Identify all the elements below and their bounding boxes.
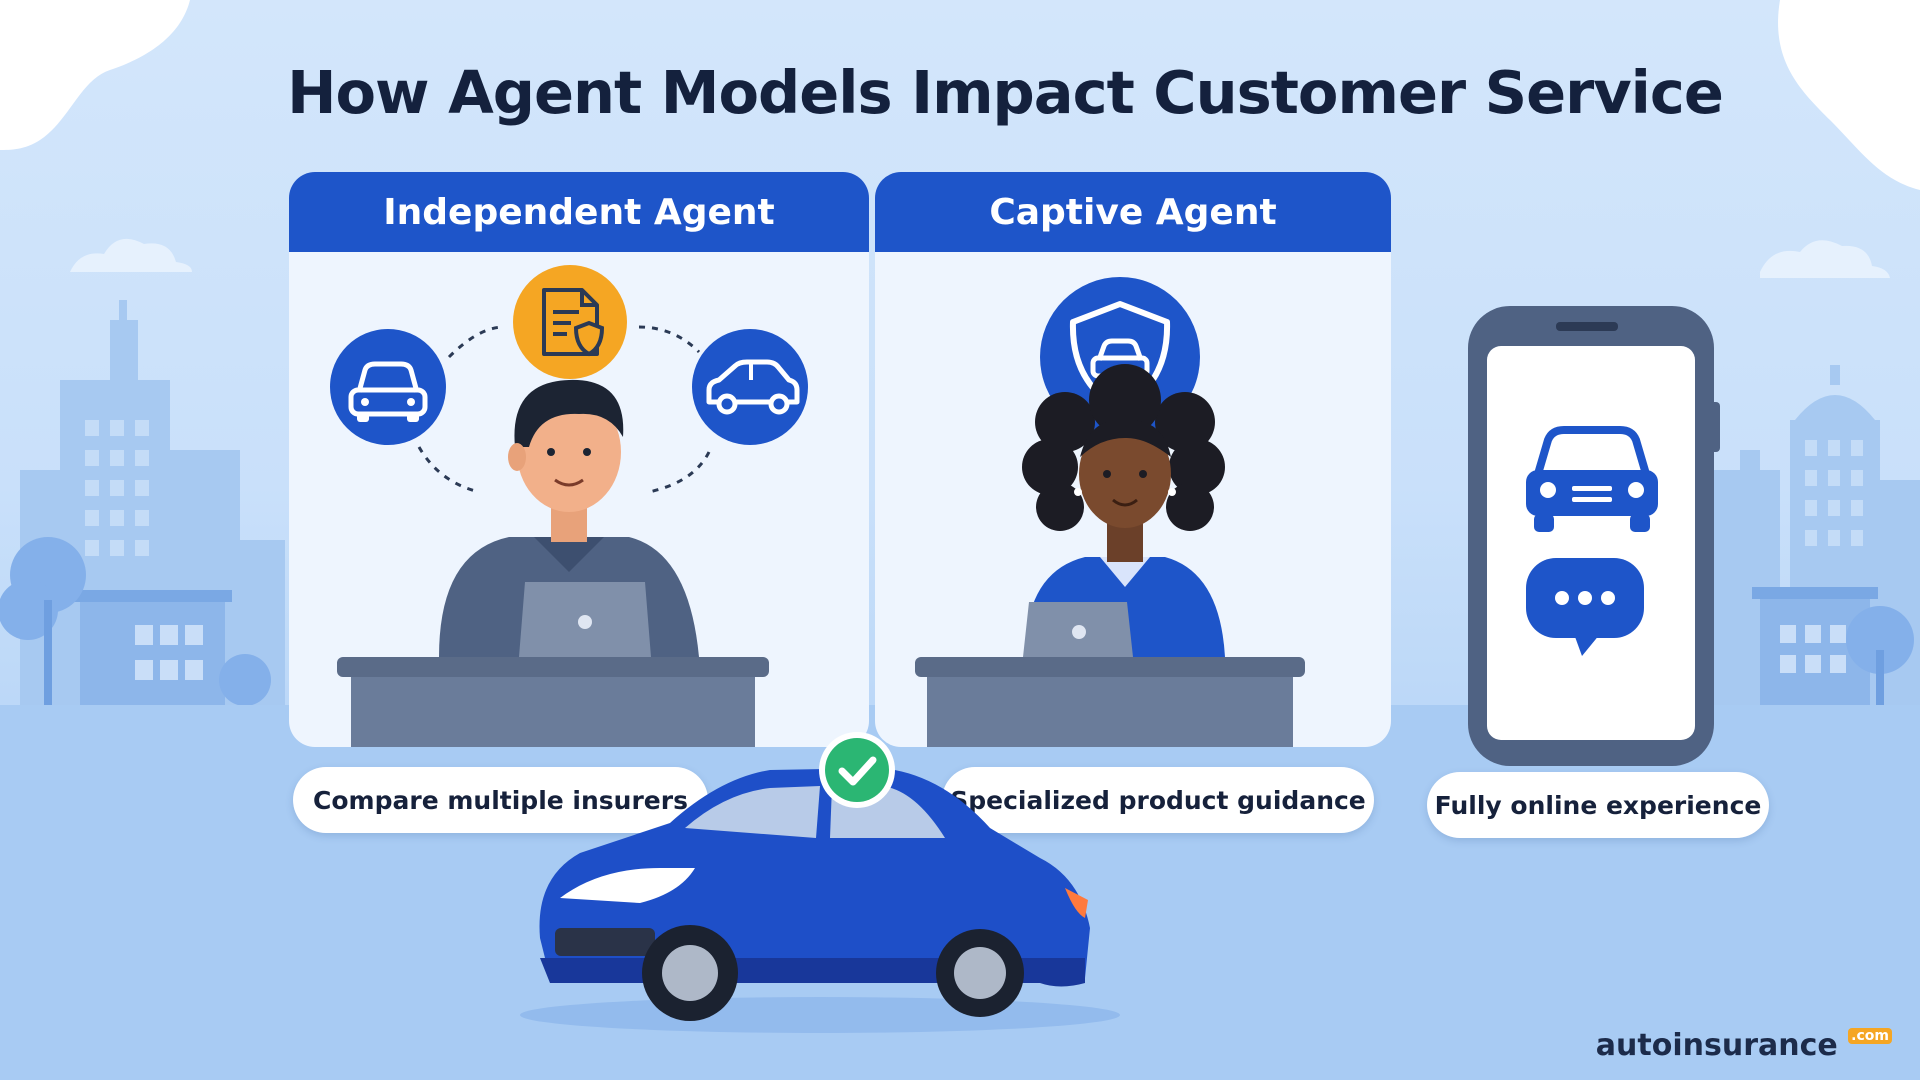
sedan-illustration	[539, 768, 1090, 1021]
captive-agent-caption: Specialized product guidance	[942, 767, 1374, 833]
document-shield-icon	[513, 265, 627, 379]
independent-agent-heading: Independent Agent	[289, 172, 869, 252]
checkmark-icon	[819, 732, 895, 808]
chat-bubble-icon	[1526, 558, 1644, 656]
online-phone-illustration	[1468, 306, 1720, 766]
independent-agent-caption: Compare multiple insurers	[293, 767, 708, 833]
car-front-icon	[1526, 426, 1658, 532]
captive-agent-panel: Captive Agent	[875, 172, 1391, 747]
captive-agent-heading: Captive Agent	[875, 172, 1391, 252]
brand-logo: autoinsurance .com	[1596, 1028, 1892, 1063]
brand-logo-text: autoinsurance	[1595, 1028, 1838, 1063]
page-title: How Agent Models Impact Customer Service	[287, 58, 1724, 127]
captive-agent-illustration	[915, 277, 1305, 747]
brand-logo-suffix: .com	[1848, 1028, 1892, 1044]
car-front-icon	[330, 329, 446, 445]
car-side-icon	[692, 329, 808, 445]
independent-agent-panel: Independent Agent	[289, 172, 869, 747]
independent-agent-illustration	[330, 265, 808, 747]
online-caption: Fully online experience	[1427, 772, 1769, 838]
